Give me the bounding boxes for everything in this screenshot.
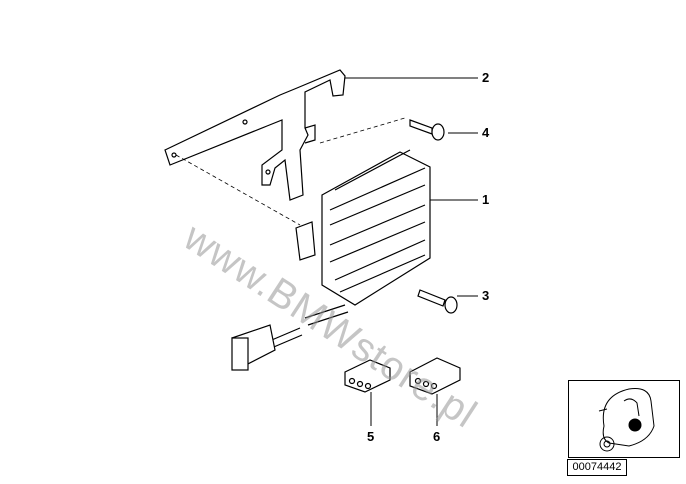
vehicle-thumbnail <box>568 380 680 458</box>
callout-1[interactable]: 1 <box>482 192 490 207</box>
callout-3[interactable]: 3 <box>482 288 490 303</box>
scooter-icon <box>598 388 655 452</box>
bolt-part-4 <box>409 119 445 141</box>
plug-part <box>231 304 349 371</box>
callout-5[interactable]: 5 <box>367 429 375 444</box>
connector-part-5 <box>344 359 391 393</box>
callout-2[interactable]: 2 <box>482 70 490 85</box>
callout-6[interactable]: 6 <box>433 429 441 444</box>
bracket-part <box>164 69 346 201</box>
voltage-regulator-part <box>295 149 431 306</box>
connector-part-6 <box>409 357 461 395</box>
reference-number: 00074442 <box>567 459 627 476</box>
bolt-part-3 <box>417 289 458 314</box>
leader-lines <box>345 77 478 426</box>
callout-4[interactable]: 4 <box>482 125 490 140</box>
